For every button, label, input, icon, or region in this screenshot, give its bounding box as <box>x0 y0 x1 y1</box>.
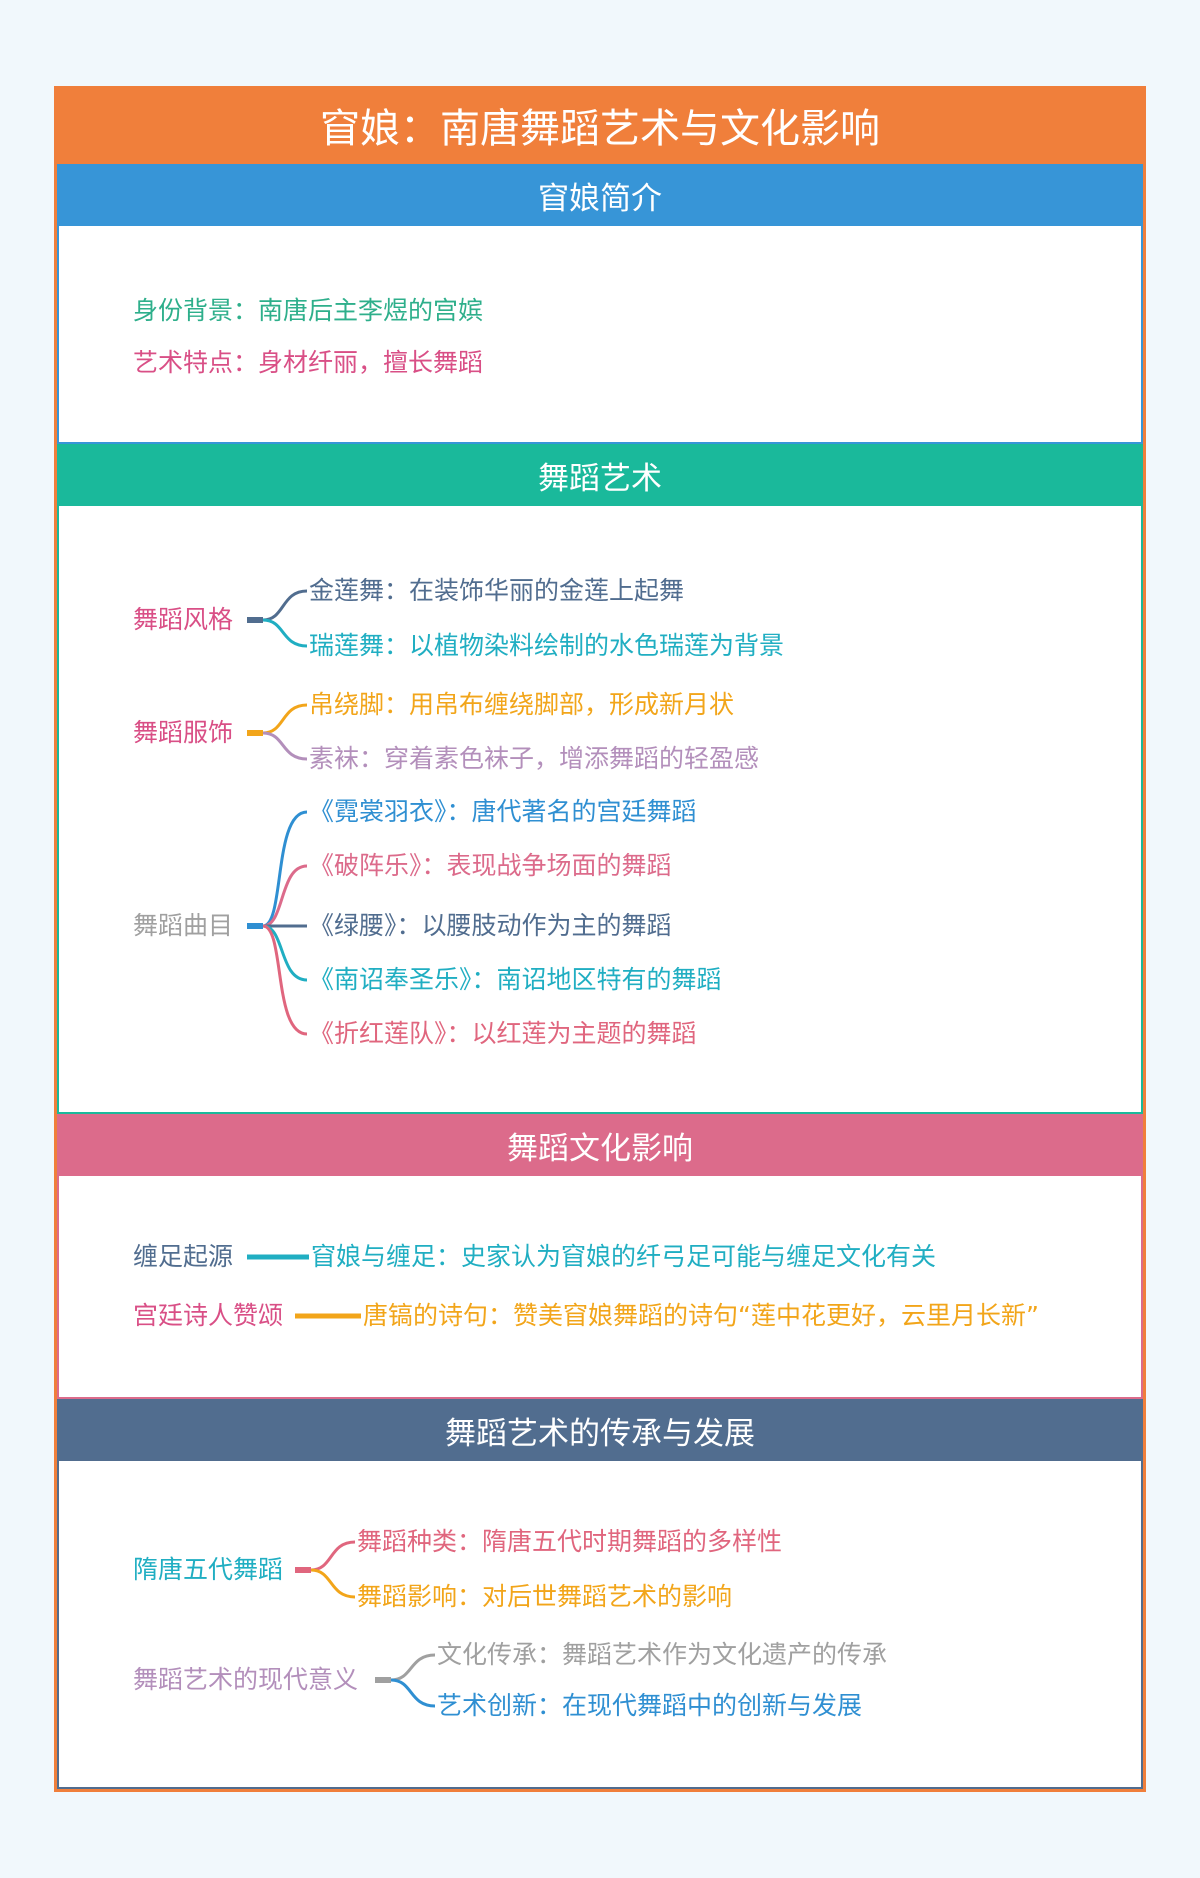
section-header-dance-art: 舞蹈艺术 <box>59 444 1141 506</box>
leaf-silk-foot-wrap: 帛绕脚：用帛布缠绕脚部，形成新月状 <box>309 690 735 719</box>
leaf-dance-impact: 舞蹈影响：对后世舞蹈艺术的影响 <box>357 1582 733 1611</box>
leaf-repertoire-4: 《南诏奉圣乐》：南诏地区特有的舞蹈 <box>309 965 722 994</box>
node-dance-style: 舞蹈风格 <box>133 605 234 634</box>
leaf-artistic-innovation: 艺术创新：在现代舞蹈中的创新与发展 <box>437 1691 863 1720</box>
leaf-repertoire-3: 《绿腰》：以腰肢动作为主的舞蹈 <box>309 911 672 940</box>
leaf-yaoniang-foot-binding: 窅娘与缠足：史家认为窅娘的纤弓足可能与缠足文化有关 <box>311 1242 937 1271</box>
section-heritage: 舞蹈艺术的传承与发展 隋唐五代舞蹈 舞蹈种类：隋唐五代时期舞蹈的多样性 舞蹈影响… <box>57 1399 1143 1789</box>
leaf-repertoire-2: 《破阵乐》：表现战争场面的舞蹈 <box>309 851 672 880</box>
section-cultural-influence: 舞蹈文化影响 缠足起源 窅娘与缠足：史家认为窅娘的纤弓足可能与缠足文化有关 宫廷… <box>57 1114 1143 1399</box>
section-body-intro: 身份背景：南唐后主李煜的宫嫔 艺术特点：身材纤丽，擅长舞蹈 <box>59 226 1141 442</box>
leaf-tang-gao-poem: 唐镐的诗句：赞美窅娘舞蹈的诗句“莲中花更好，云里月长新” <box>363 1301 1039 1330</box>
leaf-plain-socks: 素袜：穿着素色袜子，增添舞蹈的轻盈感 <box>309 744 760 773</box>
connector <box>375 1653 436 1682</box>
connector <box>247 703 308 735</box>
connector <box>295 1568 356 1599</box>
section-header-heritage: 舞蹈艺术的传承与发展 <box>59 1399 1141 1461</box>
section-body-heritage: 隋唐五代舞蹈 舞蹈种类：隋唐五代时期舞蹈的多样性 舞蹈影响：对后世舞蹈艺术的影响… <box>59 1461 1141 1787</box>
node-court-poet-praise: 宫廷诗人赞颂 <box>133 1301 284 1330</box>
connector <box>247 618 308 648</box>
connector <box>247 589 308 622</box>
leaf-golden-lotus-dance: 金莲舞：在装饰华丽的金莲上起舞 <box>309 576 685 605</box>
section-dance-art: 舞蹈艺术 舞蹈风格 金莲舞：在装饰华丽的金莲上起舞 瑞莲舞：以植物染料绘制的水色… <box>57 444 1143 1114</box>
section-body-cultural-influence: 缠足起源 窅娘与缠足：史家认为窅娘的纤弓足可能与缠足文化有关 宫廷诗人赞颂 唐镐… <box>59 1176 1141 1397</box>
heritage-connectors <box>295 1540 436 1708</box>
connector <box>247 731 308 761</box>
node-sui-tang-dance: 隋唐五代舞蹈 <box>133 1555 284 1584</box>
mindmap-frame: 窅娘：南唐舞蹈艺术与文化影响 窅娘简介 身份背景：南唐后主李煜的宫嫔 艺术特点：… <box>54 86 1146 1792</box>
leaf-repertoire-5: 《折红莲队》：以红莲为主题的舞蹈 <box>309 1019 697 1048</box>
node-foot-binding-origin: 缠足起源 <box>133 1242 234 1271</box>
section-body-dance-art: 舞蹈风格 金莲舞：在装饰华丽的金莲上起舞 瑞莲舞：以植物染料绘制的水色瑞莲为背景… <box>59 506 1141 1112</box>
leaf-repertoire-1: 《霓裳羽衣》：唐代著名的宫廷舞蹈 <box>309 797 697 826</box>
section-header-cultural-influence: 舞蹈文化影响 <box>59 1114 1141 1176</box>
cultural-influence-connectors <box>247 1254 361 1319</box>
section-intro: 窅娘简介 身份背景：南唐后主李煜的宫嫔 艺术特点：身材纤丽，擅长舞蹈 <box>57 164 1143 444</box>
connector <box>375 1678 436 1708</box>
leaf-dance-types: 舞蹈种类：隋唐五代时期舞蹈的多样性 <box>357 1527 783 1556</box>
node-modern-significance: 舞蹈艺术的现代意义 <box>133 1665 359 1694</box>
node-dance-repertoire: 舞蹈曲目 <box>133 911 234 940</box>
leaf-cultural-heritage: 文化传承：舞蹈艺术作为文化遗产的传承 <box>437 1640 888 1669</box>
connector <box>247 924 308 1036</box>
leaf-identity: 身份背景：南唐后主李煜的宫嫔 <box>133 296 484 325</box>
leaf-art-trait: 艺术特点：身材纤丽，擅长舞蹈 <box>133 348 484 377</box>
leaf-auspicious-lotus-dance: 瑞莲舞：以植物染料绘制的水色瑞莲为背景 <box>309 631 785 660</box>
dance-art-connectors <box>247 589 308 1036</box>
page-title: 窅娘：南唐舞蹈艺术与文化影响 <box>320 106 880 152</box>
section-header-intro: 窅娘简介 <box>59 164 1141 226</box>
node-dance-costume: 舞蹈服饰 <box>133 718 234 747</box>
connector <box>295 1540 356 1572</box>
